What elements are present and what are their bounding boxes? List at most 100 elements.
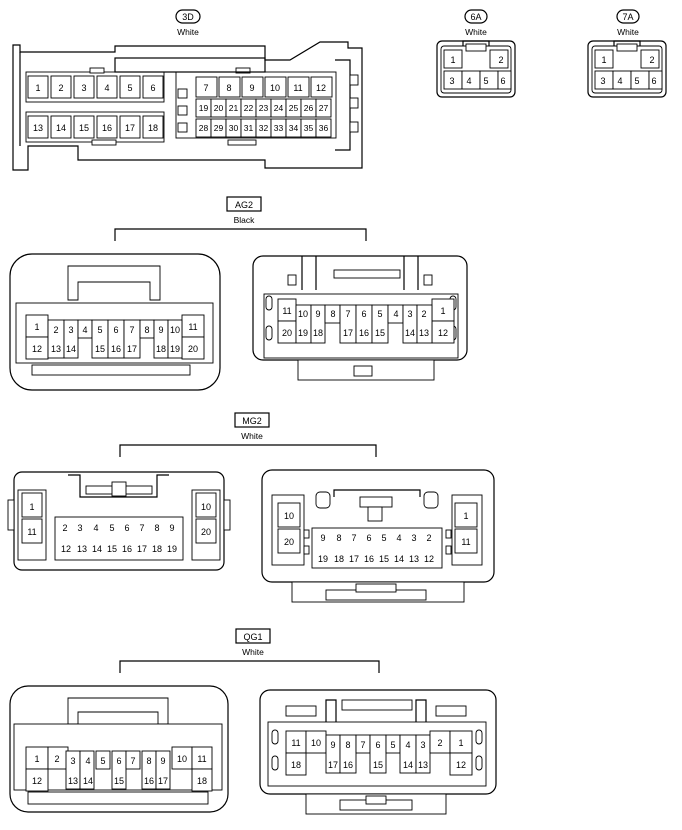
pin-label: 15 bbox=[95, 344, 105, 354]
pin-label: 19 bbox=[318, 554, 328, 564]
pin-label: 20 bbox=[201, 527, 211, 537]
pin-label: 5 bbox=[127, 83, 132, 93]
connector-color: Black bbox=[234, 215, 256, 225]
pin-label: 16 bbox=[122, 544, 132, 554]
pin-label: 6 bbox=[366, 533, 371, 543]
pin-label: 1 bbox=[34, 322, 39, 332]
pin-label: 5 bbox=[381, 533, 386, 543]
pin-label: 17 bbox=[343, 328, 353, 338]
pin-label: 8 bbox=[144, 325, 149, 335]
pin-label: 23 bbox=[259, 103, 269, 113]
pin-label: 2 bbox=[62, 523, 67, 533]
pin-label: 16 bbox=[343, 760, 353, 770]
pair-bracket bbox=[119, 444, 377, 457]
pin-label: 4 bbox=[405, 740, 410, 750]
connector-color: White bbox=[241, 431, 263, 441]
pin-label: 15 bbox=[107, 544, 117, 554]
pin-label: 6 bbox=[375, 740, 380, 750]
pin-label: 24 bbox=[274, 103, 284, 113]
pin-label: 13 bbox=[409, 554, 419, 564]
pin-label: 11 bbox=[27, 527, 36, 537]
pin-label: 11 bbox=[188, 322, 197, 332]
pin-label: 4 bbox=[85, 756, 90, 766]
connector-code: 7A bbox=[622, 12, 633, 22]
pin-label: 33 bbox=[274, 123, 284, 133]
pin-label: 6 bbox=[150, 83, 155, 93]
connector-3d: 3D White 1 2 3 4 5 6 bbox=[12, 9, 363, 171]
pin-label: 10 bbox=[270, 83, 280, 93]
pair-bracket bbox=[119, 660, 380, 673]
pin-label: 15 bbox=[79, 123, 89, 133]
pin-label: 1 bbox=[29, 502, 34, 512]
pair-bracket bbox=[114, 228, 367, 241]
pin-row: 1 2 3 4 5 6 bbox=[27, 75, 164, 99]
connector-ag2: AG2 Black 1 2 3 4 5 6 7 8 9 10 11 12 13 … bbox=[9, 196, 468, 391]
pin-label: 12 bbox=[316, 83, 326, 93]
pin-label: 2 bbox=[649, 55, 654, 65]
pin-label: 19 bbox=[167, 544, 177, 554]
pin-label: 32 bbox=[259, 123, 269, 133]
pin-label: 12 bbox=[456, 760, 466, 770]
connector-qg1: QG1 White 1 2 3 4 5 6 7 8 9 10 11 12 13 … bbox=[9, 628, 497, 815]
pin-label: 9 bbox=[249, 83, 254, 93]
pin-label: 16 bbox=[364, 554, 374, 564]
pin-label: 11 bbox=[197, 754, 206, 764]
pin-label: 10 bbox=[201, 502, 211, 512]
pin-label: 14 bbox=[394, 554, 404, 564]
pin-label: 7 bbox=[203, 83, 208, 93]
pin-label: 4 bbox=[104, 83, 109, 93]
connector-6a: 6A White 1 2 3 4 5 6 bbox=[436, 9, 516, 98]
pin-label: 3 bbox=[600, 76, 605, 86]
pin-label: 17 bbox=[349, 554, 359, 564]
pin-label: 18 bbox=[291, 760, 301, 770]
connector-code-box bbox=[226, 196, 262, 212]
pin-label: 17 bbox=[158, 776, 168, 786]
pin-label: 20 bbox=[214, 103, 224, 113]
pin-label: 18 bbox=[334, 554, 344, 564]
pin-label: 18 bbox=[152, 544, 162, 554]
pin-label: 16 bbox=[144, 776, 154, 786]
pin-label: 13 bbox=[51, 344, 61, 354]
pin-label: 8 bbox=[345, 740, 350, 750]
pin-label: 3 bbox=[420, 740, 425, 750]
pin-label: 9 bbox=[160, 756, 165, 766]
pin-label: 16 bbox=[102, 123, 112, 133]
pin-label: 3 bbox=[81, 83, 86, 93]
pin-label: 12 bbox=[438, 328, 448, 338]
pin-label: 15 bbox=[379, 554, 389, 564]
pin-label: 2 bbox=[437, 738, 442, 748]
pin-label: 5 bbox=[97, 325, 102, 335]
connector-code: 6A bbox=[470, 12, 481, 22]
pin-label: 13 bbox=[418, 760, 428, 770]
connector-code-badge bbox=[175, 9, 201, 24]
pin-label: 4 bbox=[617, 76, 622, 86]
pin-label: 14 bbox=[56, 123, 66, 133]
pin-label: 14 bbox=[66, 344, 76, 354]
pin-label: 27 bbox=[319, 103, 329, 113]
pin-label: 4 bbox=[93, 523, 98, 533]
pin-label: 2 bbox=[421, 309, 426, 319]
connector-code: AG2 bbox=[235, 200, 253, 210]
pin-label: 5 bbox=[109, 523, 114, 533]
pin-label: 8 bbox=[154, 523, 159, 533]
pin-label: 6 bbox=[651, 76, 656, 86]
pin-label: 22 bbox=[244, 103, 254, 113]
pin-label: 15 bbox=[375, 328, 385, 338]
pin-label: 5 bbox=[100, 756, 105, 766]
pin-label: 6 bbox=[116, 756, 121, 766]
pin-row: 19 20 21 22 23 24 25 26 27 bbox=[195, 98, 332, 118]
connector-code-badge bbox=[464, 9, 488, 24]
pin-label: 3 bbox=[77, 523, 82, 533]
pin-label: 19 bbox=[298, 328, 308, 338]
pin-label: 2 bbox=[58, 83, 63, 93]
pin-label: 15 bbox=[114, 776, 124, 786]
pin-label: 18 bbox=[156, 344, 166, 354]
pin-label: 18 bbox=[197, 776, 207, 786]
pin-label: 17 bbox=[127, 344, 137, 354]
pin-label: 11 bbox=[293, 83, 302, 93]
pin-label: 5 bbox=[483, 76, 488, 86]
pin-label: 34 bbox=[289, 123, 299, 133]
pin-label: 3 bbox=[70, 756, 75, 766]
pin-label: 8 bbox=[330, 309, 335, 319]
pin-label: 14 bbox=[83, 776, 93, 786]
